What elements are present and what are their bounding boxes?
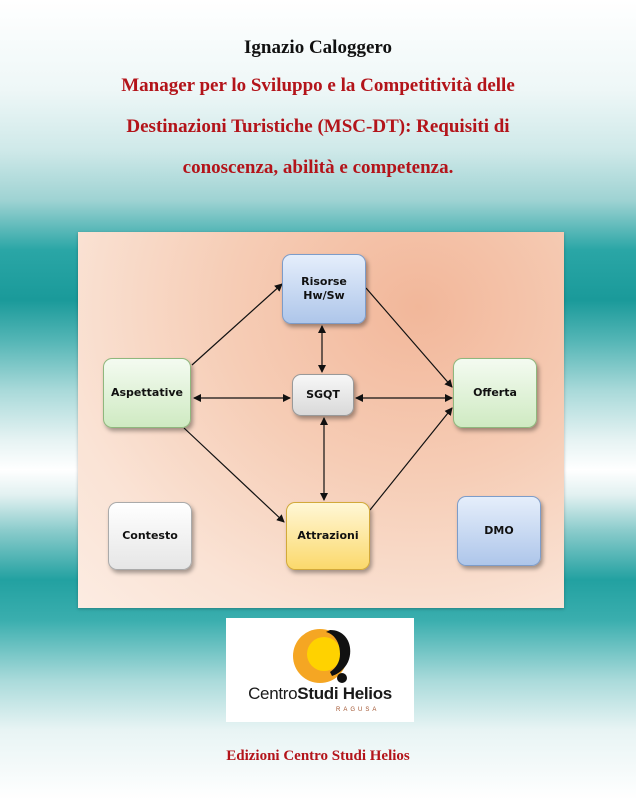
arrow-risorse-offerta [365, 287, 453, 388]
logo-subtitle: RAGUSA [336, 707, 380, 713]
cover-header: Ignazio Caloggero Manager per lo Svilupp… [0, 34, 636, 182]
diagram-arrows [183, 283, 453, 523]
node-dmo: DMO [457, 496, 541, 566]
arrow-aspettative-attrazioni [183, 427, 285, 523]
arrow-attrazioni-offerta [369, 407, 453, 511]
publisher-logo: CentroStudi Helios RAGUSA [226, 618, 414, 722]
diagram-panel: Risorse Hw/Sw Aspettative SGQT Offerta C… [78, 232, 564, 608]
book-title-line-1: Manager per lo Sviluppo e la Competitivi… [121, 75, 515, 96]
logo-text-regular: Centro [248, 684, 298, 703]
publisher-name: Edizioni Centro Studi Helios [226, 748, 410, 764]
helios-sun-icon [293, 629, 351, 683]
node-risorse-line-2: Hw/Sw [303, 289, 345, 302]
logo-text-bold: Studi Helios [297, 684, 392, 703]
author-name: Ignazio Caloggero [244, 37, 392, 58]
node-aspettative: Aspettative [103, 358, 191, 428]
node-risorse-line-1: Risorse [301, 275, 347, 288]
node-offerta: Offerta [453, 358, 537, 428]
node-attrazioni: Attrazioni [286, 502, 370, 570]
node-contesto: Contesto [108, 502, 192, 570]
arrow-aspettative-risorse [191, 283, 283, 366]
book-title-line-3: conoscenza, abilità e competenza. [182, 157, 454, 178]
node-sgqt: SGQT [292, 374, 354, 416]
logo-wordmark: CentroStudi Helios [226, 684, 414, 704]
node-risorse-hw-sw: Risorse Hw/Sw [282, 254, 366, 324]
book-title-line-2: Destinazioni Turistiche (MSC-DT): Requis… [126, 116, 510, 137]
